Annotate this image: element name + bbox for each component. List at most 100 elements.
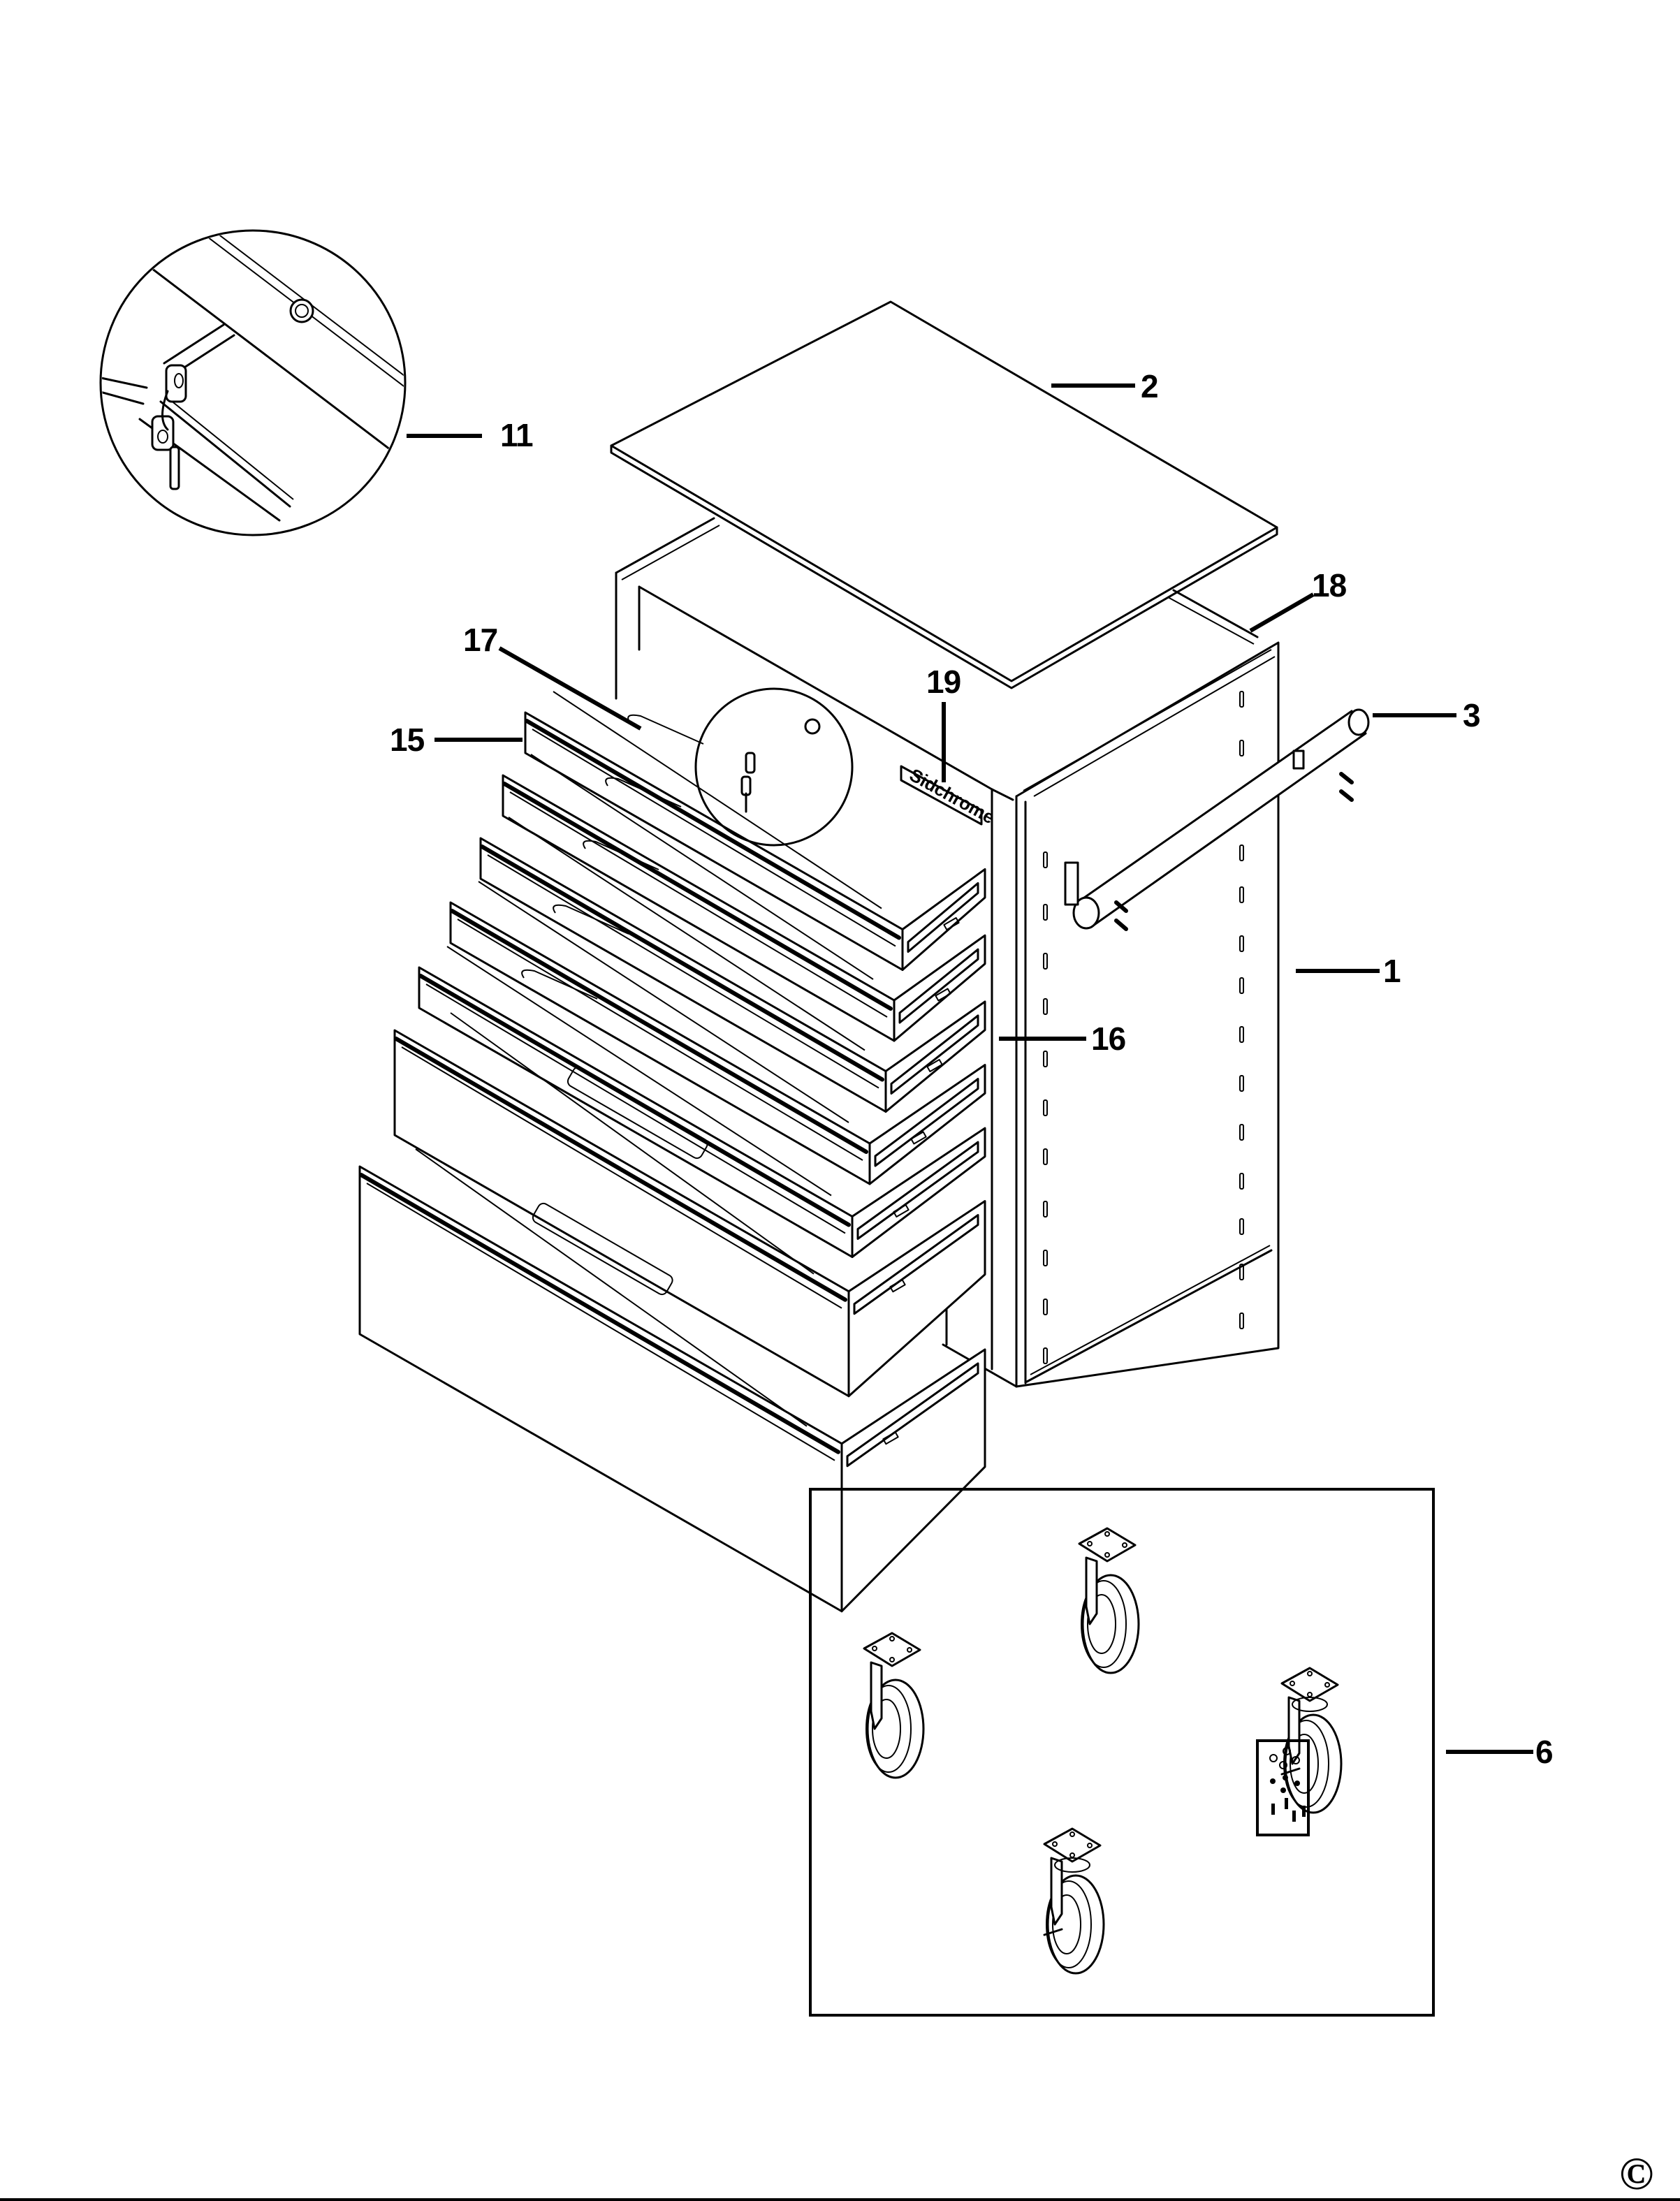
drawer-liner-edge	[508, 817, 865, 1051]
drawer-side	[847, 1200, 986, 1398]
drawer-slide	[874, 1078, 979, 1167]
leader-18	[1249, 592, 1315, 633]
slide-slot	[926, 1059, 943, 1072]
caster-bolt-hole	[1087, 1541, 1093, 1546]
drawer-handle	[502, 782, 893, 1011]
top-mat	[610, 300, 1278, 689]
caster-swivel-bearing	[1054, 1857, 1090, 1873]
caster-swivel-bearing	[1292, 1697, 1328, 1712]
callout-11: 11	[500, 417, 534, 453]
drawer-pull-slot	[605, 777, 682, 807]
caster-wheel-rim	[1283, 1720, 1329, 1808]
caster-bolt-hole	[1069, 1831, 1075, 1837]
drawer-handle	[394, 1037, 847, 1302]
drawer	[358, 1148, 986, 1613]
drawer	[479, 817, 986, 1113]
drawer-divider	[532, 1202, 673, 1296]
drawer-liner-edge	[446, 946, 832, 1197]
drawer-handle-edge	[366, 1183, 835, 1461]
caster-hub	[1087, 1594, 1116, 1654]
slide-slot	[935, 988, 951, 1002]
drawer-side	[840, 1348, 986, 1613]
swivel-caster-brake	[1280, 1667, 1343, 1814]
slide-slot	[882, 1431, 899, 1445]
callout-1: 1	[1383, 953, 1401, 989]
caster-bolt-hole	[1052, 1841, 1058, 1847]
drawer-slide	[853, 1214, 979, 1315]
caster-bolt-hole	[907, 1647, 912, 1653]
callout-18: 18	[1312, 567, 1347, 604]
caster-bolt-hole	[1104, 1552, 1110, 1558]
drawer-handle-edge	[487, 854, 879, 1089]
caster-plate	[1078, 1527, 1137, 1563]
caster-hub	[1052, 1894, 1081, 1954]
drawer-stack	[358, 691, 986, 1613]
caster-wheel-rim	[1046, 1880, 1092, 1968]
side-handle	[1064, 708, 1370, 931]
callout-15: 15	[390, 722, 425, 758]
drawer	[393, 1012, 986, 1398]
caster-plate	[863, 1632, 921, 1667]
caster-bolt-hole	[1122, 1542, 1127, 1548]
copyright-symbol: ©	[1619, 2149, 1654, 2200]
drawer-handle	[525, 719, 901, 940]
slide-slot	[910, 1131, 927, 1145]
caster-bolt-hole	[1307, 1671, 1313, 1676]
drawer-pull-slot	[583, 840, 659, 870]
callout-16: 16	[1091, 1021, 1126, 1057]
handle-screws	[1114, 772, 1354, 931]
drawer-slide	[846, 1362, 979, 1468]
drawer-handle	[480, 844, 884, 1082]
fixed-caster	[863, 1632, 925, 1779]
callout-19: 19	[926, 664, 961, 700]
drawer-lock-callout-circle	[694, 687, 854, 847]
drawer-liner-edge	[478, 881, 849, 1123]
drawer-handle	[450, 909, 868, 1154]
brand-badge: Sidchrome	[900, 764, 998, 828]
caster-bolt-hole	[889, 1636, 895, 1641]
drawer-liner-edge	[530, 754, 874, 980]
drawer-slide	[856, 1141, 979, 1240]
caster-plate	[1043, 1827, 1102, 1863]
drawer-handle	[418, 974, 851, 1227]
drawer-divider	[567, 1066, 708, 1160]
drawer-pull-slot	[521, 969, 598, 1000]
hardware-pack	[1256, 1739, 1310, 1836]
drawer-slide	[907, 882, 979, 953]
drawer-liner-edge	[415, 1148, 808, 1427]
caster-bolt-hole	[1324, 1682, 1330, 1688]
caster-fork	[870, 1661, 883, 1730]
caster-hub	[1290, 1734, 1319, 1794]
slide-slot	[889, 1279, 906, 1293]
slide-slot	[943, 917, 960, 930]
drawer-handle-edge	[457, 919, 863, 1161]
drawer	[418, 946, 986, 1258]
drawer-handle-edge	[425, 983, 846, 1234]
caster-fork	[1287, 1696, 1301, 1765]
caster-bolt-hole	[1104, 1531, 1110, 1537]
caster-fork	[1050, 1857, 1063, 1926]
drawer-handle	[359, 1173, 840, 1454]
drawer-handle-edge	[509, 791, 888, 1018]
caster-wheel-rim	[1081, 1580, 1127, 1668]
fixed-caster	[1078, 1527, 1140, 1674]
swivel-caster-brake	[1043, 1827, 1105, 1975]
lock-detail-inset	[99, 229, 407, 536]
side-panel-slots	[1043, 691, 1244, 1364]
leader-17	[498, 646, 642, 731]
caster-brake-lever	[1280, 1767, 1301, 1776]
drawer-liner-edge	[553, 691, 882, 909]
caster-bolt-hole	[872, 1646, 877, 1651]
callout-6: 6	[1535, 1734, 1554, 1770]
drawer-pull-slot	[553, 904, 629, 935]
caster-hub	[872, 1699, 901, 1759]
badge-text: Sidchrome	[906, 764, 998, 828]
caster-kit-box	[809, 1488, 1435, 2017]
drawer	[449, 881, 986, 1185]
callout-2: 2	[1141, 368, 1159, 404]
drawer	[502, 754, 986, 1042]
drawer-liner-edge	[450, 1012, 815, 1275]
drawer	[524, 691, 986, 971]
caster-brake-lever	[1043, 1928, 1063, 1936]
callout-3: 3	[1463, 697, 1481, 733]
